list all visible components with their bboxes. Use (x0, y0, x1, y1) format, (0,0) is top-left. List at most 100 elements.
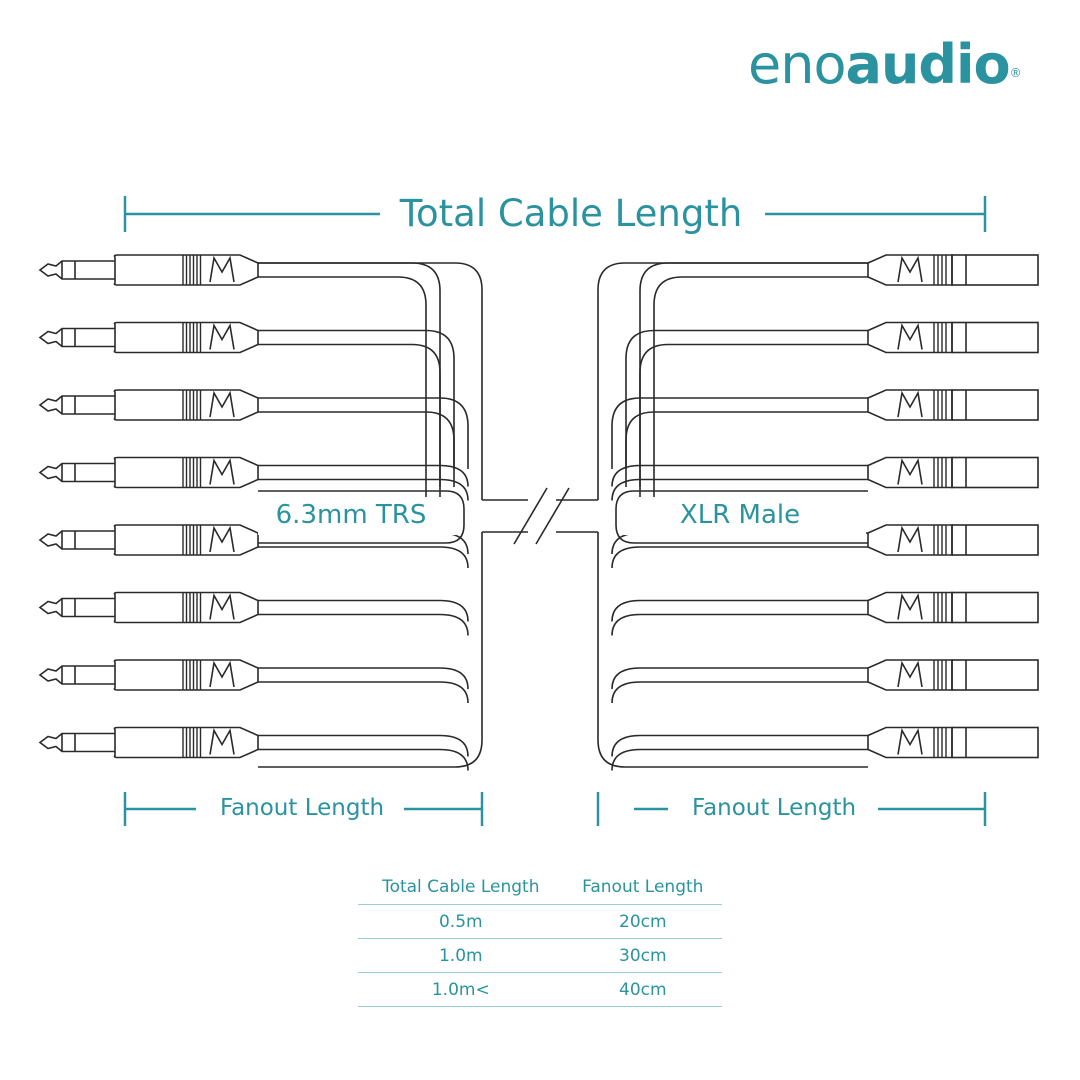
xlr-body-icon (867, 524, 953, 556)
table-header-row: Total Cable Length Fanout Length (358, 870, 722, 905)
trs-cable (258, 478, 469, 501)
xlr-body-icon (867, 591, 953, 624)
trs-plug (38, 456, 469, 501)
xlr-boot-icon (897, 255, 923, 283)
xlr-shell-icon (951, 321, 1039, 354)
xlr-shell-icon (951, 591, 1039, 624)
cable-trunk (482, 487, 598, 545)
xlr-boot-icon (897, 728, 923, 755)
xlr-shell-icon (951, 726, 1039, 759)
trs-tip-icon (38, 597, 115, 618)
trs-plug (38, 321, 455, 487)
xlr-plug (611, 659, 1039, 704)
xlr-boot-icon (897, 458, 923, 485)
xlr-fanout (597, 254, 1039, 771)
xlr-plug (639, 254, 1039, 505)
xlr-plug (611, 456, 1039, 501)
trs-cable (258, 613, 469, 636)
xlr-cable (611, 464, 868, 487)
xlr-body-icon (867, 389, 953, 421)
table-cell-total-length: 0.5m (358, 904, 564, 939)
xlr-shell-icon (951, 389, 1039, 421)
brand-logo: enoaudio® (748, 30, 1022, 100)
trs-bundle-bottom (258, 532, 483, 768)
xlr-bundle-top (597, 262, 868, 500)
trs-tip-icon (38, 732, 115, 753)
total-cable-length-label: Total Cable Length (399, 192, 743, 235)
trs-tip-icon (38, 462, 115, 483)
trs-plug (38, 389, 469, 469)
table-cell-fanout-length: 20cm (563, 904, 722, 939)
xlr-shell-icon (951, 456, 1039, 489)
trunk-break-gap (528, 492, 556, 540)
length-spec-table: Total Cable Length Fanout Length 0.5m 20… (358, 870, 722, 1007)
xlr-body-icon (867, 659, 953, 691)
trs-cable (258, 329, 455, 487)
xlr-shell-icon (951, 254, 1039, 286)
trs-plug (38, 726, 469, 771)
table-header-fanout-length: Fanout Length (563, 870, 722, 905)
trs-boot-icon (209, 593, 235, 620)
table-cell-total-length: 1.0m< (358, 972, 564, 1007)
xlr-shell-icon (951, 659, 1039, 691)
xlr-cable (611, 681, 868, 704)
trs-boot-icon (209, 660, 235, 688)
trs-connector-label: 6.3mm TRS (275, 500, 427, 530)
trs-cable (258, 748, 469, 771)
xlr-plug (611, 389, 1039, 469)
trs-fanout (38, 254, 483, 771)
xlr-cable (653, 276, 868, 505)
brand-logo-bold: audio (845, 33, 1011, 96)
xlr-label-backdrop (616, 497, 866, 535)
break-mark-left (513, 487, 548, 545)
trs-cable (258, 262, 441, 505)
xlr-cable (625, 411, 868, 469)
xlr-boot-icon (897, 323, 923, 350)
xlr-cable (611, 397, 868, 469)
dimension-lines (123, 196, 987, 826)
xlr-body-icon (867, 321, 953, 354)
table-cell-fanout-length: 30cm (563, 938, 722, 973)
xlr-body-icon (867, 456, 953, 489)
xlr-cable (611, 546, 868, 569)
xlr-cable (639, 343, 868, 487)
trs-label-pocket (258, 490, 465, 544)
trs-plug (38, 254, 441, 505)
right-fanout-length-label: Fanout Length (691, 795, 857, 821)
xlr-cable (611, 478, 868, 501)
trs-cable (258, 276, 427, 505)
xlr-cable (639, 262, 868, 505)
trs-tip-icon (38, 327, 115, 348)
xlr-cable (611, 734, 868, 757)
trs-tip-icon (38, 260, 115, 280)
table-row: 1.0m< 40cm (358, 972, 722, 1007)
trs-tip-icon (38, 530, 115, 550)
xlr-shell-icon (951, 524, 1039, 556)
xlr-connector-label: XLR Male (679, 500, 801, 530)
xlr-boot-icon (897, 525, 923, 553)
trs-cable (258, 464, 469, 487)
trs-plug (38, 659, 469, 704)
trs-plug (38, 591, 469, 636)
xlr-cable (611, 667, 868, 690)
trs-cable (258, 667, 469, 690)
xlr-cable (625, 329, 868, 487)
xlr-boot-icon (897, 593, 923, 620)
xlr-label-pocket (615, 490, 868, 544)
trs-boot-icon (209, 390, 235, 418)
xlr-boot-icon (897, 390, 923, 418)
table-cell-fanout-length: 40cm (563, 972, 722, 1007)
trs-cable (258, 411, 455, 469)
trs-tip-icon (38, 665, 115, 685)
table-header-total-length: Total Cable Length (358, 870, 564, 905)
trs-tip-icon (38, 395, 115, 415)
registered-mark: ® (1009, 66, 1022, 80)
trs-boot-icon (209, 728, 235, 755)
brand-logo-light: eno (748, 33, 846, 96)
xlr-boot-icon (897, 660, 923, 688)
xlr-plug (611, 726, 1039, 771)
trs-label-backdrop (258, 497, 464, 535)
table-cell-total-length: 1.0m (358, 938, 564, 973)
trs-cable (258, 681, 469, 704)
